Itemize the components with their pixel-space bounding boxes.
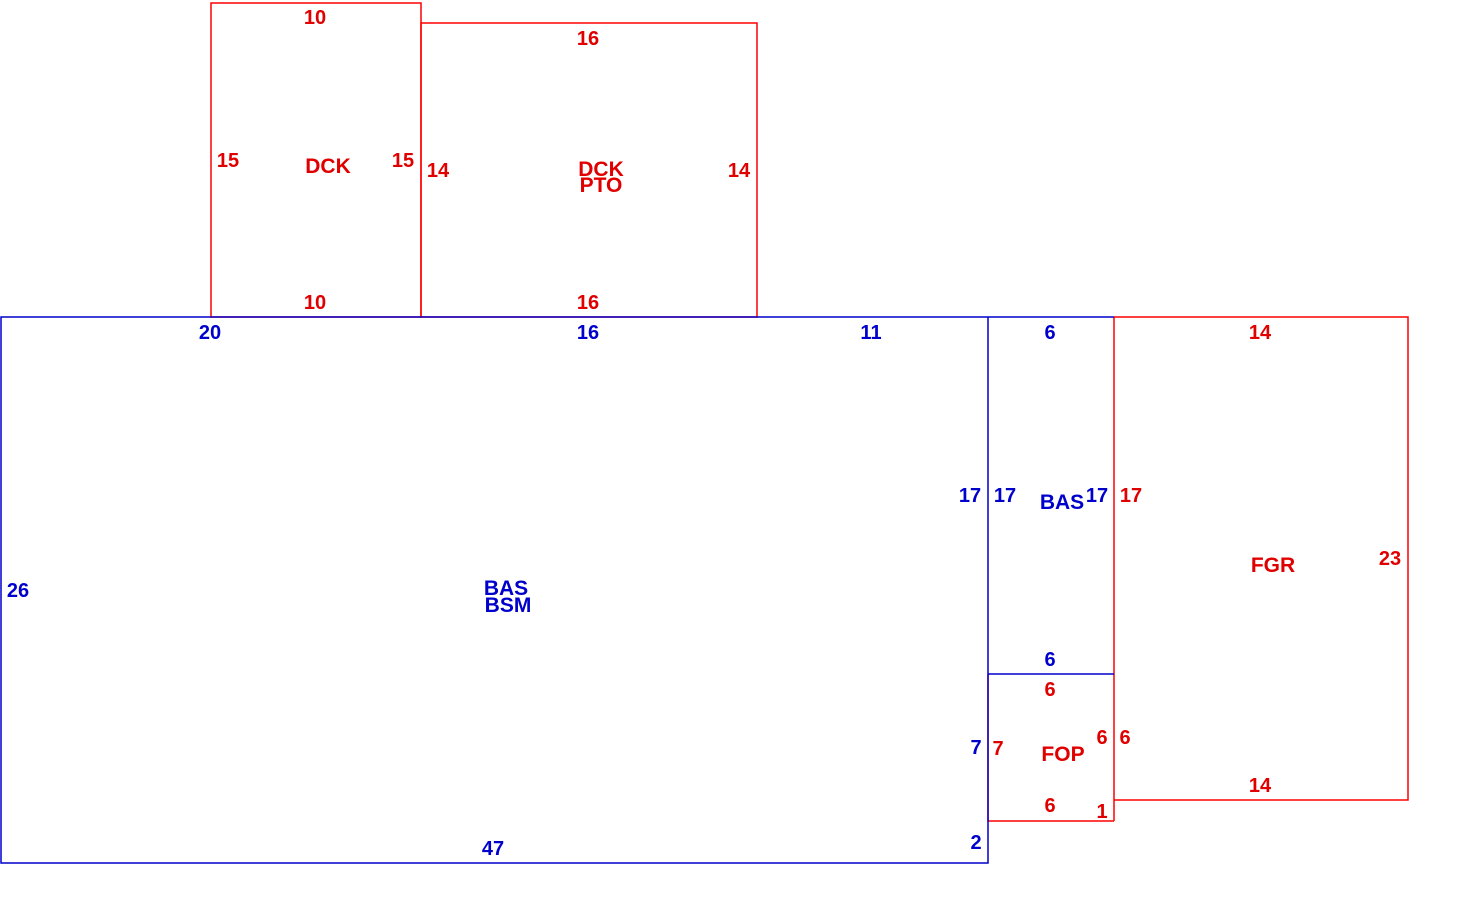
- bas-main-outline: [0, 316, 989, 864]
- fop-right-dim: 6: [1096, 727, 1107, 749]
- fgr-left-lower-dim: 6: [1119, 727, 1130, 749]
- dck-pto-bottom-dim: 16: [577, 292, 599, 314]
- dck-pto-left-dim: 14: [427, 160, 450, 182]
- bas-main-right-step-dim: 2: [970, 832, 981, 854]
- fop-left-dim: 7: [992, 738, 1003, 760]
- dck-pto-top-dim: 16: [577, 28, 599, 50]
- fop-bottom-dim: 6: [1044, 795, 1055, 817]
- dck-small-bottom-dim: 10: [304, 292, 326, 314]
- fgr-outline: [1114, 316, 1409, 801]
- bas-small-right-dim: 17: [1086, 485, 1108, 507]
- bas-main-label-2: BSM: [485, 594, 532, 617]
- dck-pto-label-2: PTO: [580, 174, 623, 197]
- bas-main-right-lower-dim: 7: [970, 737, 981, 759]
- bas-main-top-dim-b: 16: [577, 322, 599, 344]
- fgr-right-dim: 23: [1379, 548, 1401, 570]
- dck-small-right-dim: 15: [392, 150, 414, 172]
- dck-small-top-dim: 10: [304, 7, 326, 29]
- bas-main-top-dim-c: 11: [860, 322, 881, 344]
- bas-main-top-dim-a: 20: [199, 322, 221, 344]
- bas-main-left-dim: 26: [7, 580, 29, 602]
- fop-label: FOP: [1041, 743, 1084, 766]
- bas-main-bottom-dim: 47: [482, 838, 504, 860]
- bas-main-label-1: BAS: [484, 577, 528, 600]
- fgr-bottom-dim: 14: [1249, 775, 1272, 797]
- bas-small-left-dim: 17: [994, 485, 1016, 507]
- dck-pto-label-1: DCK: [578, 158, 624, 181]
- dck-pto-right-dim: 14: [728, 160, 751, 182]
- fgr-left-upper-dim: 17: [1120, 485, 1142, 507]
- bas-small-bottom-dim: 6: [1044, 649, 1055, 671]
- bas-small-top-dim: 6: [1044, 322, 1055, 344]
- dck-small-left-dim: 15: [217, 150, 239, 172]
- fop-step-dim: 1: [1096, 801, 1107, 823]
- fgr-label: FGR: [1251, 554, 1295, 577]
- fgr-top-dim: 14: [1249, 322, 1272, 344]
- bas-main-right-upper-dim: 17: [959, 485, 981, 507]
- dck-small-label: DCK: [305, 155, 351, 178]
- fop-top-dim: 6: [1044, 679, 1055, 701]
- bas-small-label: BAS: [1040, 491, 1084, 514]
